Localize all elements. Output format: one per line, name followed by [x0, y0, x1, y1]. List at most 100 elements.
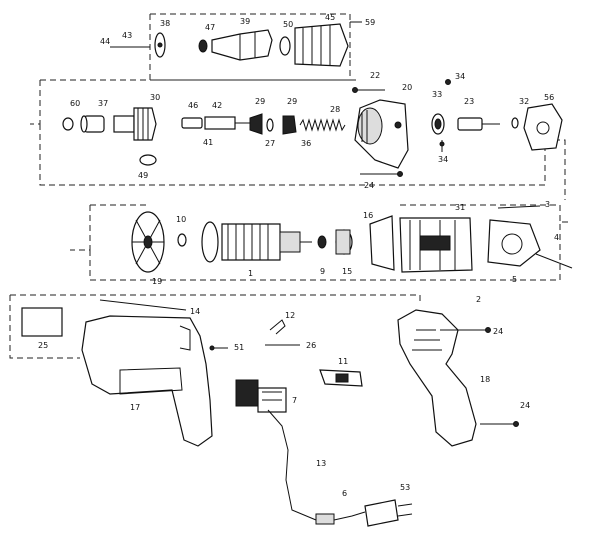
label-60: 60: [70, 99, 80, 108]
ring-49: [139, 154, 157, 166]
part-29-clutch-a: [249, 113, 263, 135]
label-26: 26: [306, 341, 316, 350]
label-39: 39: [240, 17, 250, 26]
label-27: 27: [265, 139, 275, 148]
label-22: 22: [370, 71, 380, 80]
label-25: 25: [38, 341, 48, 350]
label-44: 44: [100, 37, 110, 46]
label-24-handle-top: 24: [493, 327, 503, 336]
part-20-gear-case: [354, 99, 409, 169]
screw-24-gear: [360, 171, 403, 177]
label-37: 37: [98, 99, 108, 108]
label-19: 19: [152, 277, 162, 286]
label-29-b: 29: [287, 97, 297, 106]
label-23: 23: [464, 97, 474, 106]
part-56-baffle: [523, 103, 563, 151]
label-31: 31: [455, 203, 465, 212]
nameplate-25: [21, 307, 63, 337]
label-34-top: 34: [455, 72, 465, 81]
part-30-gear: [113, 107, 157, 141]
part-12: [269, 319, 286, 335]
motor-group-outline: [70, 204, 570, 281]
label-45: 45: [325, 13, 335, 22]
label-56: 56: [544, 93, 554, 102]
part-27-washer: [266, 118, 274, 132]
field-16: [369, 215, 395, 271]
label-1: 1: [248, 269, 253, 278]
label-10: 10: [176, 215, 186, 224]
label-12: 12: [285, 311, 295, 320]
part-23-shaft: [457, 117, 500, 131]
screw-24-handle-top: [440, 327, 491, 333]
brush-lead-3: [497, 205, 541, 209]
strip-14: [99, 299, 187, 311]
cord-guard-6: [315, 513, 335, 525]
label-3: 3: [545, 200, 550, 209]
field-31: [399, 217, 473, 273]
label-18: 18: [480, 375, 490, 384]
label-11: 11: [338, 357, 348, 366]
part-45-clutch-housing: [294, 23, 349, 67]
label-5: 5: [512, 275, 517, 284]
bushing-15: [335, 229, 353, 255]
label-28: 28: [330, 105, 340, 114]
screw-24-handle-bottom: [480, 421, 519, 427]
label-24-gear: 24: [364, 181, 374, 190]
bearing-9: [317, 235, 327, 249]
label-59: 59: [365, 18, 375, 27]
housing-17: [81, 315, 213, 447]
label-7: 7: [292, 396, 297, 405]
label-16: 16: [363, 211, 373, 220]
part-38-plate: [154, 32, 166, 58]
handle-18: [397, 309, 477, 447]
bearing-10: [177, 233, 187, 247]
bearing-33: [431, 113, 445, 135]
cord-13: [267, 409, 317, 521]
label-9: 9: [320, 267, 325, 276]
gear-group-outline: [30, 79, 566, 200]
label-4: 4: [554, 233, 559, 242]
label-14: 14: [190, 307, 200, 316]
label-30: 30: [150, 93, 160, 102]
part-10-fan-baffle: [131, 211, 165, 273]
switch-11: [319, 369, 363, 387]
label-36: 36: [301, 139, 311, 148]
label-43: 43: [122, 31, 132, 40]
label-42: 42: [212, 101, 222, 110]
label-24-handle-bottom: 24: [520, 401, 530, 410]
part-29-clutch-b: [282, 115, 297, 135]
label-32: 32: [519, 97, 529, 106]
part-37-sleeve: [80, 115, 105, 133]
switch-7: [235, 379, 287, 413]
label-20: 20: [402, 83, 412, 92]
label-33: 33: [432, 90, 442, 99]
label-15: 15: [342, 267, 352, 276]
label-51: 51: [234, 343, 244, 352]
label-17: 17: [130, 403, 140, 412]
spring-28: [299, 118, 346, 132]
label-47: 47: [205, 23, 215, 32]
label-50: 50: [283, 20, 293, 29]
label-34-lower: 34: [438, 155, 448, 164]
screw-34-top: [445, 79, 451, 85]
part-32-ring: [511, 117, 519, 129]
housing-group-outline: [9, 294, 421, 359]
part-42-spindle: [204, 116, 250, 130]
part-39-spindle-cone: [211, 29, 273, 61]
label-53: 53: [400, 483, 410, 492]
screw-34-lower: [439, 140, 445, 152]
label-2: 2: [476, 295, 481, 304]
brush-holder-4: [487, 219, 573, 269]
label-41: 41: [203, 138, 213, 147]
armature-1: [201, 221, 312, 263]
label-13: 13: [316, 459, 326, 468]
part-50-ring: [279, 36, 291, 56]
part-60-bushing: [62, 117, 74, 131]
label-46: 46: [188, 101, 198, 110]
part-46-shaft: [181, 117, 203, 129]
plug-53: [333, 499, 413, 527]
part-47-washer: [198, 39, 208, 53]
part-51: [209, 345, 228, 351]
label-6: 6: [342, 489, 347, 498]
